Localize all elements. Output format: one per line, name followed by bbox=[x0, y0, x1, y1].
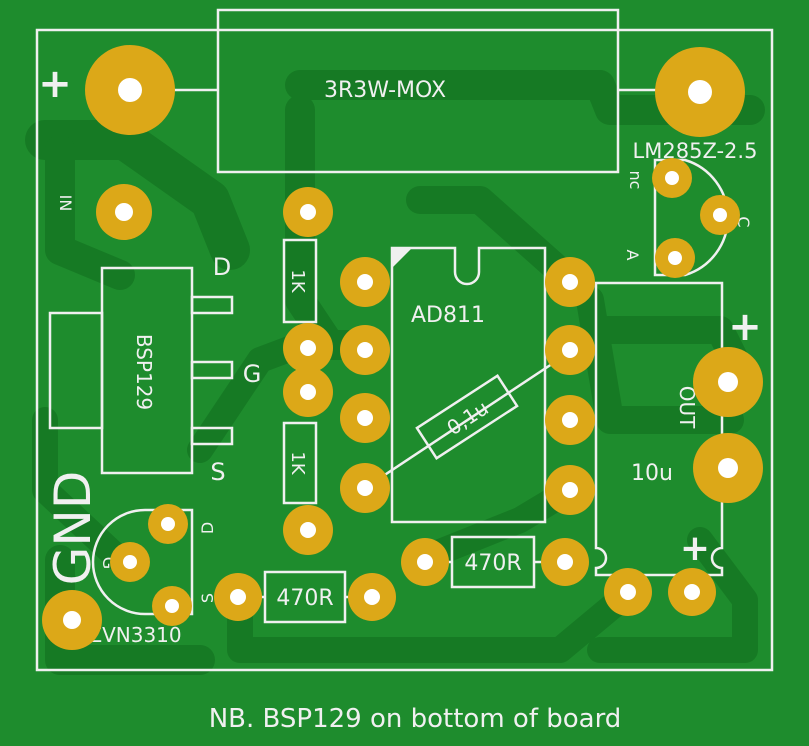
cap-large-plus: + bbox=[680, 528, 710, 569]
pad-input-hole bbox=[115, 203, 133, 221]
pads bbox=[42, 45, 763, 650]
pad-cap-minus-hole bbox=[620, 584, 636, 600]
ad811-label: AD811 bbox=[411, 303, 485, 328]
pad-gnd-hole bbox=[63, 611, 81, 629]
pad-ad811-5-hole bbox=[562, 482, 578, 498]
pad-r4-right-hole bbox=[364, 589, 380, 605]
board-note: NB. BSP129 on bottom of board bbox=[209, 704, 622, 734]
board-outline bbox=[35, 28, 774, 672]
cap-large-label: 10u bbox=[631, 461, 673, 486]
pad-cap-plus-hole bbox=[684, 584, 700, 600]
bsp129-label: BSP129 bbox=[132, 334, 156, 410]
pad-plus-in-hole bbox=[118, 78, 142, 102]
power-resistor-label: 3R3W-MOX bbox=[324, 78, 446, 103]
pad-zvn-g-hole bbox=[123, 555, 137, 569]
r4-label: 470R bbox=[276, 586, 333, 611]
pad-ad811-8-hole bbox=[562, 274, 578, 290]
pad-ad811-7-hole bbox=[562, 342, 578, 358]
pad-ad811-4-hole bbox=[357, 480, 373, 496]
pad-r2-top-hole bbox=[300, 384, 316, 400]
r1-label: 1K bbox=[287, 269, 308, 293]
plus-top-marker: + bbox=[38, 61, 72, 107]
pad-reg-c-hole bbox=[713, 208, 727, 222]
pad-r1-bottom-hole bbox=[300, 340, 316, 356]
bsp129-pin-g: G bbox=[243, 360, 262, 388]
plus-right-marker: + bbox=[728, 304, 762, 350]
pad-reg-a-hole bbox=[668, 251, 682, 265]
pad-ad811-3-hole bbox=[357, 410, 373, 426]
cap-small-leads bbox=[364, 350, 571, 490]
pad-reg-nc-hole bbox=[665, 171, 679, 185]
r3-label: 470R bbox=[464, 551, 521, 576]
regulator-pin-a: A bbox=[623, 250, 642, 261]
bsp129-tab bbox=[48, 311, 104, 430]
bsp129-lead-d bbox=[190, 295, 234, 315]
pad-r4-left-hole bbox=[230, 589, 246, 605]
r2-outline bbox=[282, 421, 318, 505]
zvn3310-label: ZVN3310 bbox=[88, 623, 181, 647]
ad811-outline bbox=[390, 246, 547, 524]
pad-ad811-1-hole bbox=[357, 274, 373, 290]
pad-r2-bottom-hole bbox=[300, 522, 316, 538]
bsp129-pin-s: S bbox=[210, 458, 225, 486]
r2-label: 1K bbox=[287, 451, 308, 475]
ad811-pin1-marker bbox=[392, 248, 412, 268]
pad-r3-right-hole bbox=[557, 554, 573, 570]
bsp129-pin-d: D bbox=[213, 253, 231, 281]
regulator-label: LM285Z-2.5 bbox=[633, 139, 758, 163]
pad-out-minus-hole bbox=[718, 458, 738, 478]
pad-out-plus-hole bbox=[718, 372, 738, 392]
pad-ad811-6-hole bbox=[562, 412, 578, 428]
cap-small-body bbox=[415, 374, 519, 460]
bsp129-lead-g bbox=[190, 360, 234, 380]
pad-zvn-d-hole bbox=[161, 517, 175, 531]
r1-outline bbox=[282, 238, 318, 324]
regulator-pin-nc: nc bbox=[626, 171, 645, 190]
pad-r3-left-hole bbox=[417, 554, 433, 570]
pad-resistor-right-hole bbox=[688, 80, 712, 104]
cap-small-label: 0,1u bbox=[442, 396, 492, 440]
pad-r1-top-hole bbox=[300, 204, 316, 220]
pad-ad811-2-hole bbox=[357, 342, 373, 358]
cap-large-outline bbox=[594, 281, 724, 577]
input-label: IN bbox=[56, 195, 75, 212]
zvn3310-outline bbox=[91, 508, 194, 616]
zvn3310-pin-d: D bbox=[198, 522, 217, 534]
zvn3310-pin-s: S bbox=[198, 593, 217, 603]
bsp129-lead-s bbox=[190, 426, 234, 446]
pad-zvn-s-hole bbox=[165, 599, 179, 613]
regulator-pin-c: C bbox=[734, 216, 753, 227]
